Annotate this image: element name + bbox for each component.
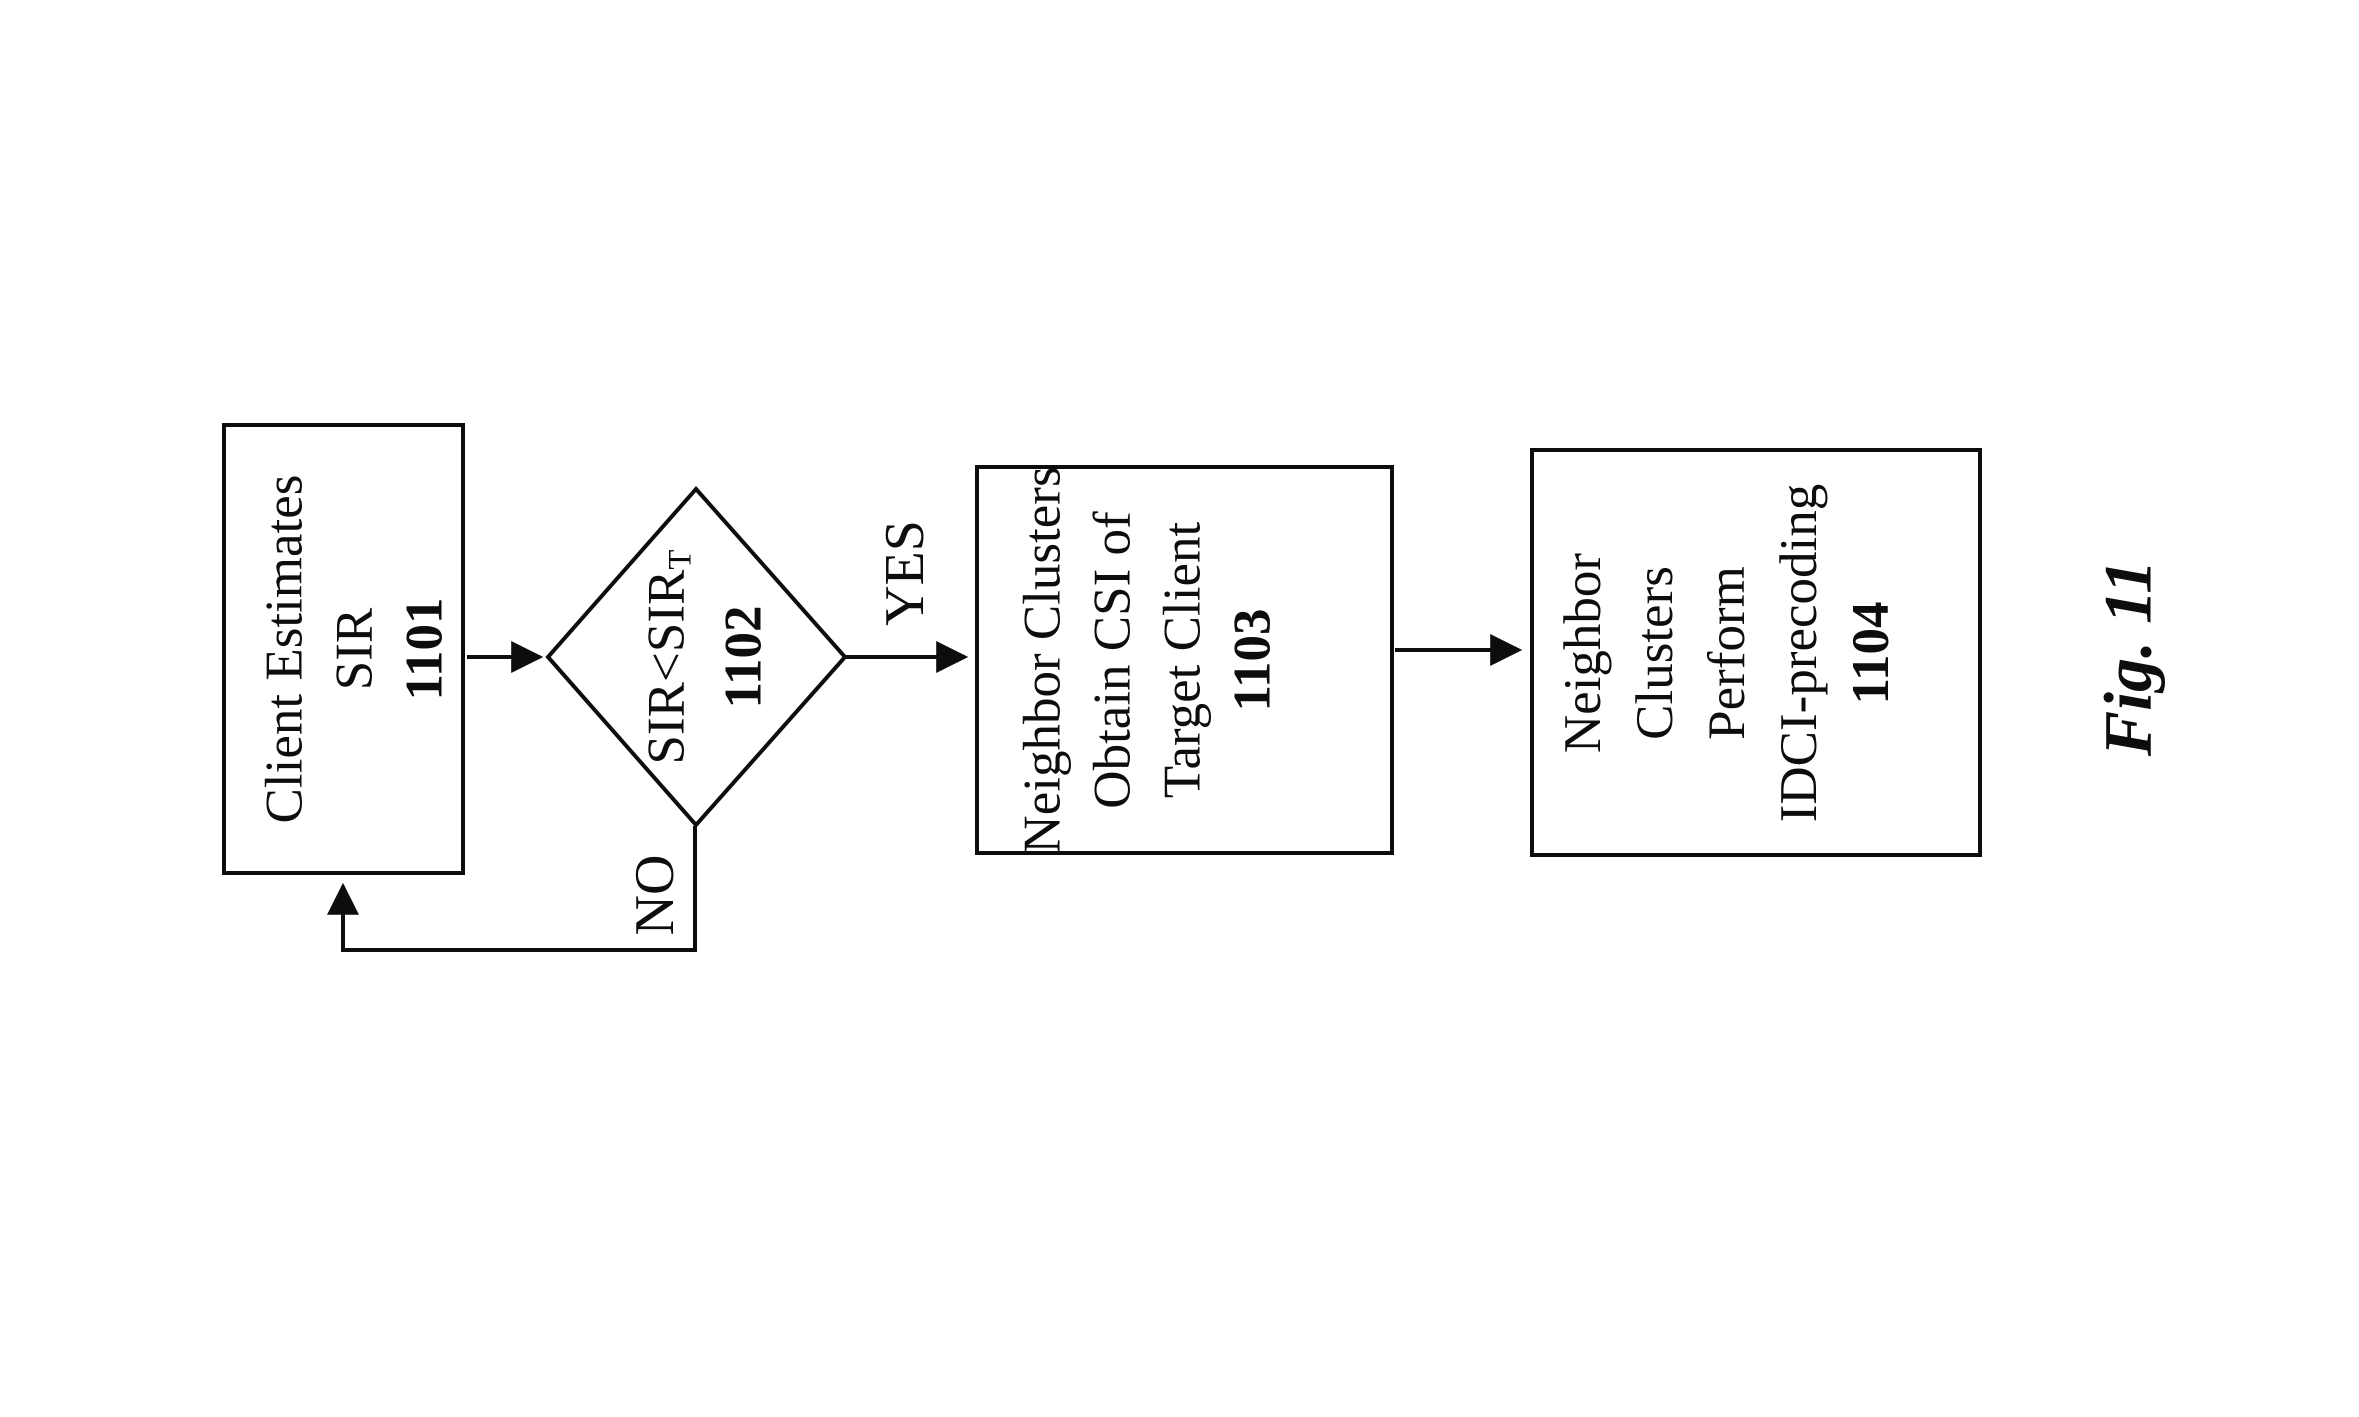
figure-caption: Fig. 11 (2089, 559, 2166, 757)
flow-decision-sir-threshold: SIR<SIRT 1102 (548, 489, 845, 825)
decision-ref-number: 1102 (714, 605, 772, 709)
box-1101-text-line1: Client Estimates (254, 474, 313, 824)
box-1104-ref-number: 1104 (1842, 600, 1900, 705)
box-1103-text-line3: Target Client (1152, 521, 1211, 799)
condition-subscript: T (662, 549, 699, 570)
flow-box-client-estimates-sir: Client Estimates SIR 1101 (222, 423, 465, 875)
box-1104-text-line3: Perform (1698, 565, 1756, 740)
decision-condition-text: SIR<SIRT (637, 549, 699, 765)
box-1104-text-line4: IDCI-precoding (1770, 483, 1828, 822)
box-1101-ref-number: 1101 (394, 597, 453, 701)
box-1101-text-line2: SIR (324, 607, 383, 691)
yes-branch-label: YES (874, 520, 936, 626)
flow-box-neighbor-obtain-csi: Neighbor Clusters Obtain CSI of Target C… (975, 465, 1394, 855)
no-branch-label: NO (624, 854, 686, 936)
flow-box-neighbor-idci-precoding: Neighbor Clusters Perform IDCI-precoding… (1530, 448, 1982, 857)
box-1103-ref-number: 1103 (1222, 608, 1281, 712)
box-1103-text-line2: Obtain CSI of (1082, 511, 1141, 809)
arrow-no-loop-1102-to-1101 (327, 826, 697, 952)
decision-diamond-shape (545, 485, 848, 829)
box-1103-text-line1: Neighbor Clusters (1012, 466, 1071, 854)
box-1104-text-line1: Neighbor (1554, 552, 1612, 753)
box-1104-text-line2: Clusters (1626, 565, 1684, 740)
